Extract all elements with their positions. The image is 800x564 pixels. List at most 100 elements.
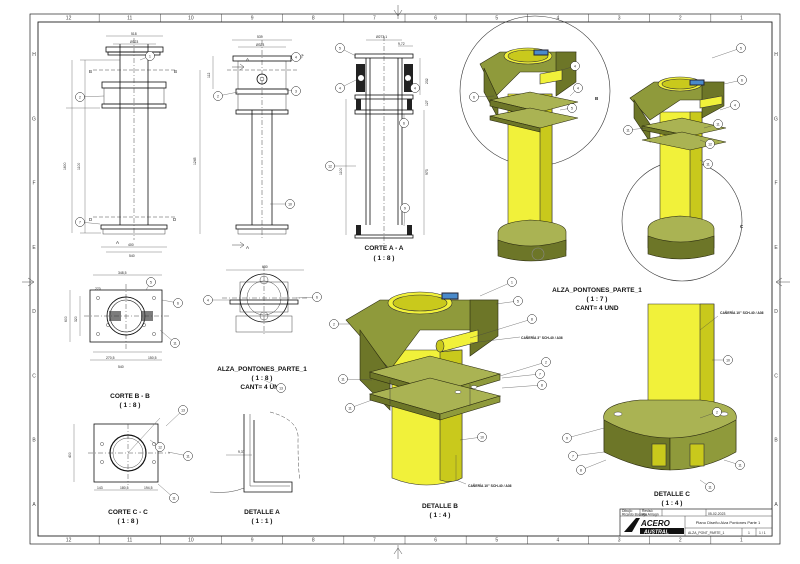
- balloon: [573, 83, 583, 93]
- main-iso-view: B: [459, 15, 611, 262]
- detail-b-label: DETALLE B: [422, 503, 458, 510]
- drawing-code: ALZA_PONT_PARTE_1: [688, 531, 725, 535]
- balloon: [507, 277, 517, 287]
- section-a-a-label: CORTE A - A: [365, 245, 404, 252]
- balloon: [705, 139, 715, 149]
- balloon: [537, 380, 547, 390]
- balloon-leader: [342, 378, 373, 381]
- zone-row-label: E: [774, 245, 778, 251]
- balloon-number: 5: [740, 46, 742, 50]
- svg-text:C: C: [740, 224, 744, 229]
- balloon-leader: [711, 47, 742, 59]
- balloon-number: 11: [706, 162, 710, 166]
- svg-text:05-02-2023: 05-02-2023: [708, 512, 725, 516]
- iso-view-2: C ALZA_PONTONES_PARTE_1 ( 1 : 7 ) CANT= …: [552, 76, 744, 312]
- zone-row-label: A: [774, 502, 778, 508]
- svg-text:400: 400: [68, 452, 72, 458]
- svg-text:518: 518: [131, 32, 137, 36]
- balloon-number: 7: [539, 372, 541, 376]
- svg-text:R24: R24: [298, 53, 305, 60]
- svg-text:CANT= 4 UND: CANT= 4 UND: [240, 384, 283, 391]
- zone-col-label: 8: [312, 16, 315, 22]
- balloon-number: 4: [295, 55, 297, 59]
- balloon: [146, 277, 156, 287]
- svg-text:( 1 : 7 ): ( 1 : 7 ): [587, 296, 608, 303]
- zone-col-label: 12: [66, 538, 72, 544]
- balloon-number: 8: [531, 317, 533, 321]
- balloon: [576, 465, 586, 475]
- svg-text:B: B: [89, 69, 92, 74]
- balloon-number: 5: [339, 46, 341, 50]
- zone-col-label: 4: [557, 16, 560, 22]
- svg-text:320: 320: [74, 316, 78, 322]
- svg-text:143: 143: [97, 486, 103, 490]
- balloon: [713, 119, 723, 129]
- svg-text:600: 600: [64, 316, 68, 322]
- balloon-leader: [469, 318, 533, 339]
- iso-view-title: ALZA_PONTONES_PARTE_1: [552, 287, 642, 294]
- svg-text:Ø323: Ø323: [256, 43, 264, 47]
- front-view: 518 Ø323 400 540 1600 1100 B B D D A: [63, 32, 177, 258]
- section-b-b-label: CORTE B - B: [110, 393, 150, 400]
- zone-row-label: C: [774, 373, 778, 379]
- zone-col-label: 4: [557, 538, 560, 544]
- balloon-number: 6: [473, 95, 475, 99]
- balloon-number: 6: [177, 301, 179, 305]
- svg-text:1600: 1600: [63, 162, 67, 170]
- svg-text:Ale Arriagn: Ale Arriagn: [642, 513, 659, 517]
- balloon: [705, 482, 715, 492]
- balloon-number: 9: [404, 206, 406, 210]
- balloon-number: 5: [571, 106, 573, 110]
- balloon-number: 11: [626, 128, 630, 132]
- svg-text:9,37: 9,37: [238, 450, 245, 454]
- balloon-number: 8: [541, 383, 543, 387]
- zone-col-label: 3: [618, 538, 621, 544]
- balloon: [325, 161, 335, 171]
- svg-text:CANT= 4 UND: CANT= 4 UND: [575, 305, 618, 312]
- section-c-c: 143 180,5 194,5 400 CORTE C - C ( 1 : 8 …: [68, 417, 170, 525]
- zone-col-label: 5: [495, 538, 498, 544]
- balloon-number: 11: [172, 496, 176, 500]
- company-logo: ACERO AUSTRAL: [624, 518, 684, 535]
- balloon: [169, 493, 179, 503]
- svg-text:D: D: [173, 217, 177, 222]
- balloon-number: 6: [316, 295, 318, 299]
- zone-row-label: E: [32, 245, 36, 251]
- svg-text:1 / 1: 1 / 1: [759, 531, 766, 535]
- svg-text:ACERO: ACERO: [640, 519, 671, 528]
- section-a-a: Ø273,1 9,72 1100 973 232 127 CORTE A - A…: [339, 35, 429, 262]
- balloon-number: 2: [79, 95, 81, 99]
- balloon-leader: [479, 281, 513, 297]
- balloon-number: 4: [339, 86, 341, 90]
- balloon-number: 13: [181, 408, 185, 412]
- svg-text:540: 540: [129, 254, 135, 258]
- svg-text:( 1 : 8 ): ( 1 : 8 ): [120, 402, 141, 409]
- balloon: [527, 314, 537, 324]
- balloon-leader: [501, 373, 541, 379]
- zone-row-label: F: [774, 181, 777, 187]
- svg-text:Revisó:: Revisó:: [642, 509, 653, 513]
- balloon-number: 2: [217, 94, 219, 98]
- svg-text:A: A: [246, 245, 249, 250]
- svg-text:AUSTRAL: AUSTRAL: [643, 529, 669, 535]
- section-b-b: 348,5 270 540 270,5 150,5 600 320 CORTE …: [64, 271, 170, 409]
- svg-text:( 1 : 1 ): ( 1 : 1 ): [252, 518, 273, 525]
- balloon: [75, 217, 85, 227]
- svg-text:Ø273,1: Ø273,1: [376, 35, 387, 39]
- zone-row-label: B: [774, 438, 778, 444]
- svg-text:232: 232: [425, 78, 429, 84]
- svg-text:( 1 : 4 ): ( 1 : 4 ): [430, 512, 451, 519]
- balloon: [400, 203, 410, 213]
- svg-text:180,5: 180,5: [120, 486, 129, 490]
- svg-text:630: 630: [262, 265, 268, 269]
- zone-row-label: C: [32, 373, 36, 379]
- balloon: [75, 92, 85, 102]
- balloon: [203, 295, 213, 305]
- balloon-number: 4: [207, 298, 209, 302]
- balloon: [155, 442, 165, 452]
- zone-col-label: 7: [373, 16, 376, 22]
- zone-col-label: 3: [618, 16, 621, 22]
- svg-text:D: D: [89, 217, 93, 222]
